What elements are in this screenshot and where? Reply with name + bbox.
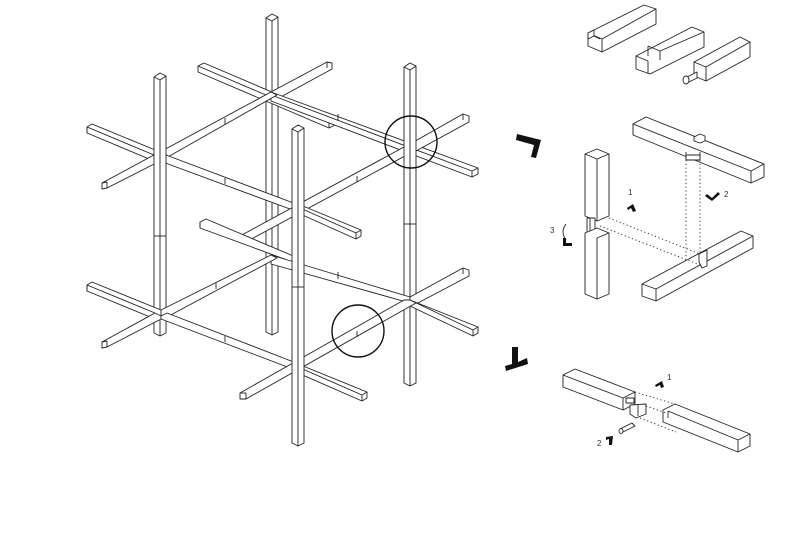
post-right — [403, 62, 417, 387]
corner-post — [584, 148, 610, 300]
guide-line — [639, 417, 677, 433]
splice-dowel — [618, 422, 636, 434]
guide-line — [599, 225, 701, 266]
piece-dowel-tenon — [682, 36, 751, 85]
step-label-2: 2 — [724, 190, 729, 199]
splice-left-beam — [562, 368, 647, 419]
highlight-circle-top-joint — [384, 115, 438, 169]
rotate-arrow-icon — [562, 223, 567, 241]
top-beams — [86, 61, 479, 265]
piece-half-lap — [587, 4, 657, 53]
callout-bracket-bottom-icon — [505, 347, 528, 371]
piece-set — [587, 4, 751, 85]
bottom-beams — [86, 254, 479, 402]
step-label-1: 1 — [667, 373, 672, 382]
splice-joint-detail: 1 2 — [505, 347, 751, 453]
step-arrow-2-icon — [606, 436, 613, 445]
guide-line — [634, 391, 679, 406]
guide-line — [608, 217, 701, 255]
highlight-circle-splice-joint — [331, 304, 385, 358]
corner-bottom-beam — [641, 230, 754, 302]
step-arrow-3-icon — [563, 238, 572, 246]
post-left — [153, 72, 167, 337]
corner-top-beam — [632, 116, 765, 184]
post-front — [291, 124, 305, 447]
step-label-1: 1 — [628, 188, 633, 197]
step-label-3: 3 — [550, 226, 555, 235]
main-lattice — [86, 13, 479, 447]
piece-stepped-lap — [635, 26, 705, 75]
step-arrow-1-icon — [627, 204, 636, 212]
step-arrow-1-icon — [655, 381, 664, 388]
corner-joint-detail: 1 2 3 — [516, 116, 765, 302]
post-back — [265, 13, 279, 336]
step-arrow-2-icon — [705, 192, 720, 201]
splice-right-beam — [662, 403, 751, 453]
callout-bracket-top-icon — [516, 134, 541, 158]
step-label-2: 2 — [597, 439, 602, 448]
